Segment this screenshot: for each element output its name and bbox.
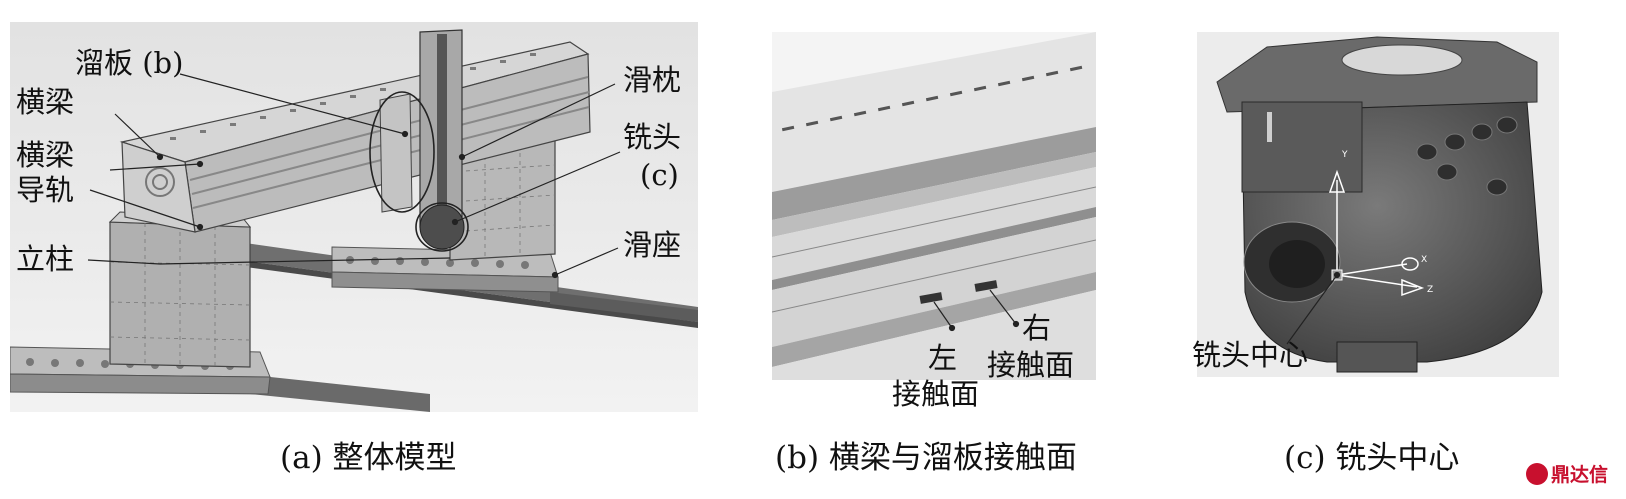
- axis-x-label: X: [1421, 255, 1427, 265]
- caption-b: (b) 横梁与溜板接触面: [775, 440, 1077, 476]
- whole-model-illustration: [10, 22, 698, 412]
- label-crossbeam-guide-line2: 导轨: [16, 173, 75, 207]
- axis-z-label: Z: [1427, 285, 1433, 295]
- caption-c: (c) 铣头中心: [1284, 440, 1460, 476]
- watermark-icon: [1526, 462, 1548, 485]
- label-milling-head-center: 铣头中心: [1192, 338, 1309, 372]
- label-column: 立柱: [16, 242, 75, 276]
- milling-head-illustration: Y X Z: [1197, 32, 1559, 377]
- label-milling-head: 铣头: [623, 120, 682, 154]
- label-milling-head-c: (c): [640, 158, 679, 192]
- label-left: 左: [928, 341, 958, 375]
- label-crossbeam-guide-line1: 横梁: [16, 138, 75, 172]
- label-apron-b: 溜板 (b): [75, 46, 184, 80]
- label-slide-seat: 滑座: [623, 228, 682, 262]
- panel-a-whole-model: [10, 22, 698, 412]
- watermark-text: 鼎达信: [1551, 464, 1609, 486]
- contact-surfaces-illustration: [772, 32, 1096, 380]
- label-right-contact-surface: 接触面: [987, 348, 1075, 382]
- panel-c-milling-head-center: Y X Z: [1197, 32, 1559, 377]
- label-crossbeam: 横梁: [16, 85, 75, 119]
- panel-b-contact-surfaces: [772, 32, 1096, 380]
- label-right: 右: [1022, 311, 1052, 345]
- watermark-logo: 鼎达信: [1526, 460, 1608, 487]
- axis-y-label: Y: [1341, 150, 1348, 160]
- label-ram: 滑枕: [623, 63, 682, 97]
- label-left-contact-surface: 接触面: [892, 377, 980, 411]
- caption-a: (a) 整体模型: [280, 440, 457, 476]
